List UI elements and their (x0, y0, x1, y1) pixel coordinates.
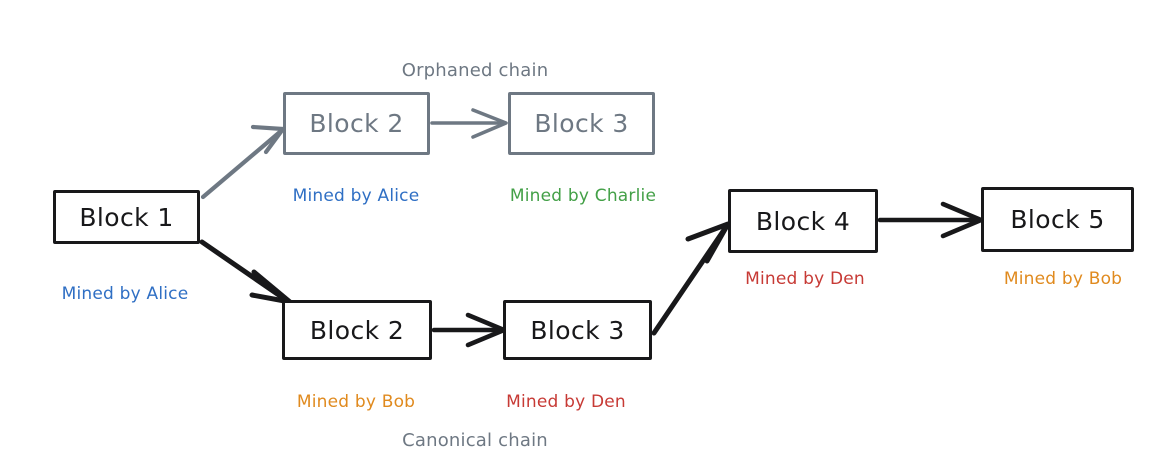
block-label: Block 3 (534, 109, 629, 138)
block-node-block-5[interactable]: Block 5 (981, 187, 1134, 252)
miner-label-block-2-orphaned: Mined by Alice (292, 186, 420, 206)
block-node-block-2-orphaned[interactable]: Block 2 (283, 92, 430, 155)
arrow-block4-to-block5 (877, 201, 984, 239)
arrow-block2-to-block3-canonical (431, 312, 507, 348)
block-label: Block 2 (309, 315, 405, 345)
block-node-block-3-canonical[interactable]: Block 3 (503, 300, 652, 360)
arrow-block1-to-block2-canonical (199, 239, 293, 305)
block-label: Block 5 (1010, 205, 1105, 234)
arrow-block3-to-block4 (651, 221, 731, 336)
block-label: Block 1 (79, 202, 174, 232)
miner-label-block-3-orphaned: Mined by Charlie (509, 186, 657, 206)
miner-label-block-1: Mined by Alice (61, 284, 189, 304)
miner-label-block-3-canonical: Mined by Den (506, 392, 626, 412)
block-label: Block 4 (755, 206, 851, 236)
block-label: Block 2 (309, 109, 404, 138)
orphaned-chain-caption: Orphaned chain (401, 60, 549, 81)
miner-label-block-5: Mined by Bob (1003, 269, 1123, 289)
arrow-block1-to-block2-orphaned (200, 124, 286, 200)
block-node-block-3-orphaned[interactable]: Block 3 (508, 92, 655, 155)
canonical-chain-caption: Canonical chain (402, 430, 548, 451)
arrow-block2-to-block3-orphaned (430, 108, 508, 139)
miner-label-block-2-canonical: Mined by Bob (296, 392, 416, 412)
miner-label-block-4: Mined by Den (745, 269, 865, 289)
block-node-block-2-canonical[interactable]: Block 2 (282, 300, 432, 360)
block-label: Block 3 (530, 315, 625, 345)
block-node-block-4[interactable]: Block 4 (728, 189, 878, 253)
block-node-block-1[interactable]: Block 1 (53, 190, 200, 244)
